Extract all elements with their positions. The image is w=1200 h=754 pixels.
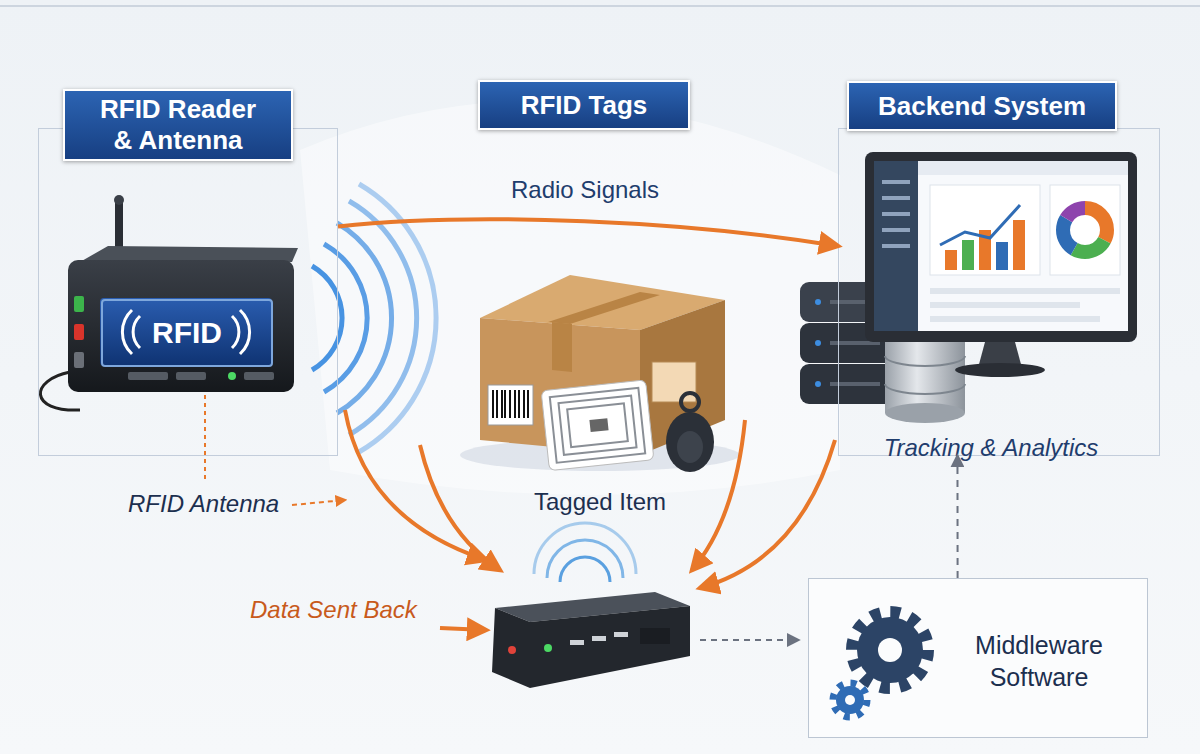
connector xyxy=(338,219,838,246)
screen-text: RFID xyxy=(103,301,271,365)
connector xyxy=(956,456,958,578)
backend-panel: Backend SystemTracking & Analytics xyxy=(838,128,1160,456)
panel-caption: Tracking & Analytics xyxy=(851,431,1131,465)
item-caption: Tagged Item xyxy=(510,488,690,516)
reader-panel: RFID Reader & AntennaRFID xyxy=(38,128,338,456)
header-text: RFID Tags xyxy=(480,82,688,128)
part-label: RFID Antenna xyxy=(128,490,308,518)
panel-heading: Backend System xyxy=(847,81,1117,131)
reader-screen: RFID xyxy=(101,299,273,367)
flow-label: Data Sent Back xyxy=(250,596,460,624)
middleware-box: Middleware Software xyxy=(808,578,1148,738)
edge-label: Radio Signals xyxy=(480,176,690,204)
panel-heading: RFID Reader & Antenna xyxy=(63,89,293,161)
box-label: Middleware Software xyxy=(959,625,1119,697)
section-header: RFID Tags xyxy=(478,80,690,130)
